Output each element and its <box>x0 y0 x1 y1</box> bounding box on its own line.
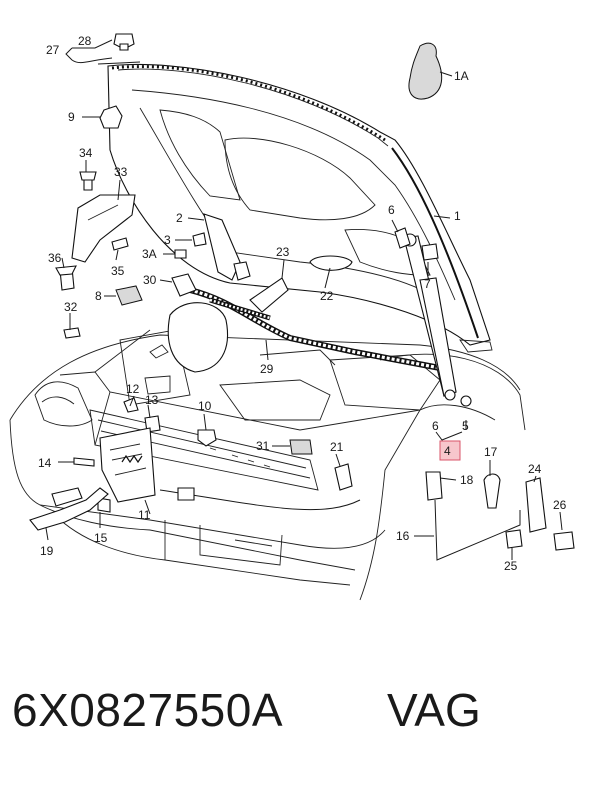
callout-31: 31 <box>256 439 270 453</box>
buffer-8 <box>115 285 143 306</box>
clip-28 <box>113 33 135 51</box>
strut-mount <box>394 227 472 407</box>
clip-9 <box>99 105 123 129</box>
callout-32: 32 <box>64 300 78 314</box>
hood-bracket <box>174 213 251 281</box>
callout-28: 28 <box>78 34 92 48</box>
clip-31 <box>289 439 313 455</box>
caption-bar: 6X0827550A VAG <box>0 683 600 763</box>
screw-25 <box>505 529 523 549</box>
callout-25: 25 <box>504 559 518 573</box>
callout-18: 18 <box>460 473 474 487</box>
callout-1A: 1A <box>454 69 469 83</box>
hinge-assembly <box>55 171 136 291</box>
handle-17 <box>483 473 501 509</box>
callout-23: 23 <box>276 245 290 259</box>
callout-4: 4 <box>444 444 451 458</box>
cable-end <box>177 487 195 501</box>
callout-10: 10 <box>198 399 212 413</box>
callout-7: 7 <box>424 277 431 291</box>
insulation-mat-1A <box>408 42 443 100</box>
clip-18 <box>425 471 443 501</box>
callout-30: 30 <box>143 273 157 287</box>
seal-strip <box>189 287 441 371</box>
callout-11: 11 <box>138 508 151 522</box>
car-body <box>9 329 526 601</box>
callout-3A: 3A <box>142 247 157 261</box>
screw-14 <box>73 457 95 467</box>
callout-8: 8 <box>95 289 102 303</box>
callout-5: 5 <box>462 419 469 433</box>
callout-13: 13 <box>145 393 159 407</box>
callout-3: 3 <box>164 233 171 247</box>
leader-lines <box>45 39 563 560</box>
callout-22: 22 <box>320 289 334 303</box>
callout-2: 2 <box>176 211 183 225</box>
washer-reservoir <box>167 302 228 373</box>
screw-15 <box>97 497 111 513</box>
callout-6-bottom: 6 <box>432 419 439 433</box>
part-30 <box>171 273 197 297</box>
callout-24: 24 <box>528 462 542 476</box>
bracket-21 <box>334 463 353 491</box>
callout-1: 1 <box>454 209 461 223</box>
release-lever-19 <box>29 487 109 531</box>
callout-29: 29 <box>260 362 274 376</box>
stop-10 <box>197 429 217 447</box>
callout-19: 19 <box>40 544 54 558</box>
highlight-box-4 <box>439 440 461 461</box>
callout-12: 12 <box>126 382 140 396</box>
bonnet-lock-11 <box>99 427 156 503</box>
clip-26 <box>553 531 575 551</box>
callout-34: 34 <box>79 146 93 160</box>
lever-handle-19 <box>51 487 83 507</box>
bracket-23 <box>249 277 289 313</box>
callout-26: 26 <box>553 498 567 512</box>
callout-35: 35 <box>111 264 125 278</box>
callout-36: 36 <box>48 251 62 265</box>
callout-17: 17 <box>484 445 498 459</box>
callout-14: 14 <box>38 456 52 470</box>
callout-9: 9 <box>68 110 75 124</box>
callout-27: 27 <box>46 43 60 57</box>
cable-16 <box>159 489 521 561</box>
callout-15: 15 <box>94 531 108 545</box>
brand-label: VAG <box>387 684 481 736</box>
callout-6-top: 6 <box>388 203 395 217</box>
clip-12 <box>123 397 139 413</box>
bonnet-gas-strut <box>403 233 457 401</box>
grommet-32 <box>63 327 81 339</box>
callout-labels: 27 28 1A 9 34 33 2 3 3A 36 35 30 8 32 23… <box>38 34 567 573</box>
bracket-24 <box>525 477 547 533</box>
part-number: 6X0827550A <box>12 684 284 736</box>
callout-33: 33 <box>114 165 128 179</box>
lamp-22 <box>309 255 353 271</box>
callout-16: 16 <box>396 529 410 543</box>
callout-21: 21 <box>330 440 344 454</box>
